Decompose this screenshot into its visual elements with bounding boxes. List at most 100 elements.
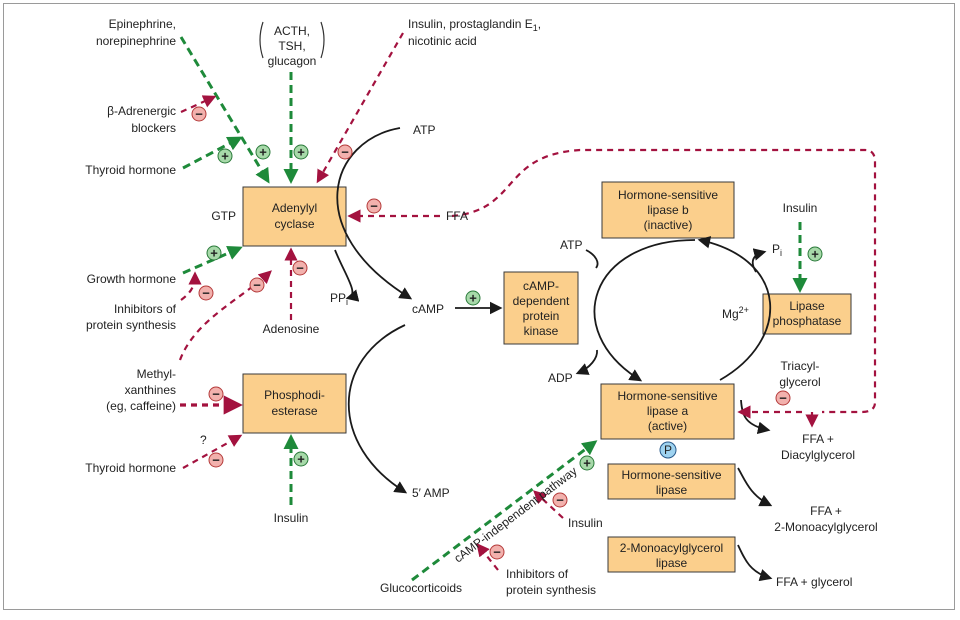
methylxanthines-label-1: Methyl- bbox=[137, 367, 176, 381]
inhibitors-label-1: Inhibitors of bbox=[114, 302, 177, 316]
plus-sign: + bbox=[217, 148, 233, 164]
svg-text:−: − bbox=[195, 107, 203, 122]
mag-lipase-line2: lipase bbox=[656, 556, 688, 570]
insulin-right-label: Insulin bbox=[783, 201, 818, 215]
plus-sign: + bbox=[255, 144, 271, 160]
hsl-a-to-b-arrow bbox=[697, 236, 771, 381]
minus-sign: − bbox=[489, 544, 505, 560]
lipase-phosphatase-line1: Lipase bbox=[789, 299, 825, 313]
atp-label: ATP bbox=[413, 123, 435, 137]
glucocorticoids-label: Glucocorticoids bbox=[380, 581, 462, 595]
pka-line3: protein bbox=[523, 309, 560, 323]
svg-text:−: − bbox=[341, 145, 349, 160]
atp-to-camp-arrow bbox=[336, 127, 413, 300]
ffa-diacyl-label-2: Diacylglycerol bbox=[781, 448, 855, 462]
plus-sign: + bbox=[807, 246, 823, 262]
inhibitors-2-label-2: protein synthesis bbox=[506, 583, 596, 597]
hsl-a-line2: lipase a bbox=[647, 404, 689, 418]
triacylglycerol-label-1: Triacyl- bbox=[781, 359, 820, 373]
camp-label: cAMP bbox=[412, 302, 444, 316]
lipase-phosphatase-line2: phosphatase bbox=[773, 314, 842, 328]
adenylyl-cyclase-line2: cyclase bbox=[274, 217, 314, 231]
svg-text:−: − bbox=[370, 199, 378, 214]
lipase-phosphatase-box: Lipase phosphatase bbox=[762, 293, 852, 335]
diacyl-to-mono-arrow bbox=[737, 467, 773, 507]
mg-label: Mg2+ bbox=[722, 305, 749, 321]
ppi-branch-arrow bbox=[334, 249, 360, 302]
minus-sign: − bbox=[191, 106, 207, 122]
minus-sign: − bbox=[249, 277, 265, 293]
adenosine-label: Adenosine bbox=[263, 322, 320, 336]
hsl-a-box: Hormone-sensitive lipase a (active) bbox=[600, 383, 735, 440]
adenylyl-cyclase-box: Adenylyl cyclase bbox=[242, 186, 347, 247]
pi-branch-arrow bbox=[751, 248, 767, 273]
mag-lipase-line1: 2-Monoacylglycerol bbox=[620, 541, 723, 555]
svg-text:−: − bbox=[202, 286, 210, 301]
ffa-glycerol-label: FFA + glycerol bbox=[776, 575, 852, 589]
methylxanthines-label-3: (eg, caffeine) bbox=[106, 399, 176, 413]
thyroid-hormone-label-2: Thyroid hormone bbox=[85, 461, 176, 475]
hsl-b-line2: lipase b bbox=[647, 203, 689, 217]
insulin-mid-label: Insulin bbox=[568, 516, 603, 530]
amp-label: 5′ AMP bbox=[412, 486, 450, 500]
ppi-label: PPi bbox=[330, 291, 348, 307]
hsl-line1: Hormone-sensitive bbox=[621, 468, 721, 482]
insulin-pg-label-1: Insulin, prostaglandin E1, bbox=[408, 17, 541, 33]
mono-to-glycerol-arrow bbox=[737, 544, 773, 582]
acth-right-bracket bbox=[320, 21, 325, 59]
svg-text:P: P bbox=[664, 443, 672, 457]
ffa-label: FFA bbox=[446, 209, 468, 223]
hsl-b-box: Hormone-sensitive lipase b (inactive) bbox=[601, 181, 735, 239]
atp-branch bbox=[585, 249, 599, 269]
plus-sign: + bbox=[465, 290, 481, 306]
minus-sign: − bbox=[337, 144, 353, 160]
hsl-b-line1: Hormone-sensitive bbox=[618, 188, 718, 202]
svg-text:−: − bbox=[779, 391, 787, 406]
minus-sign: − bbox=[552, 492, 568, 508]
adp-label: ADP bbox=[548, 371, 573, 385]
hsl-line2: lipase bbox=[656, 483, 688, 497]
svg-text:−: − bbox=[212, 453, 220, 468]
adenylyl-cyclase-line1: Adenylyl bbox=[272, 201, 317, 215]
pi-label: Pi bbox=[772, 242, 782, 258]
question-mark: ? bbox=[200, 433, 207, 447]
svg-text:+: + bbox=[297, 145, 305, 160]
plus-sign: + bbox=[293, 451, 309, 467]
hsl-b-line3: (inactive) bbox=[644, 218, 693, 232]
beta-blockers-label-1: β-Adrenergic bbox=[107, 104, 176, 118]
hsl-a-line3: (active) bbox=[648, 419, 687, 433]
tsh-label: TSH, bbox=[278, 39, 305, 53]
phosphodiesterase-line2: esterase bbox=[271, 404, 317, 418]
inhibitors-protein-synthesis-arrow bbox=[180, 271, 202, 301]
hsl-b-to-a-arrow bbox=[593, 239, 696, 382]
svg-text:+: + bbox=[210, 246, 218, 261]
svg-text:−: − bbox=[296, 261, 304, 276]
methylxanthines-label-2: xanthines bbox=[125, 383, 176, 397]
acth-left-bracket bbox=[259, 21, 264, 59]
inhibitors-protein-synthesis-2-arrow bbox=[476, 542, 499, 571]
minus-sign: − bbox=[208, 386, 224, 402]
svg-text:+: + bbox=[469, 291, 477, 306]
thyroid-stim-arrow bbox=[182, 136, 243, 170]
minus-sign: − bbox=[198, 285, 214, 301]
epinephrine-label-1: Epinephrine, bbox=[109, 17, 176, 31]
hsl-box: Hormone-sensitive lipase bbox=[607, 463, 736, 500]
triacyl-to-diacyl-arrow bbox=[740, 399, 771, 435]
ffa-mono-label-2: 2-Monoacylglycerol bbox=[774, 520, 877, 534]
svg-text:−: − bbox=[493, 545, 501, 560]
phosphate-badge: P bbox=[659, 441, 677, 459]
plus-sign: + bbox=[579, 455, 595, 471]
pka-line2: dependent bbox=[513, 294, 570, 308]
minus-sign: − bbox=[208, 452, 224, 468]
ffa-feedback-loop bbox=[451, 148, 877, 414]
ffa-mono-label-1: FFA + bbox=[810, 504, 842, 518]
insulin-pde-label: Insulin bbox=[274, 511, 309, 525]
svg-text:+: + bbox=[583, 456, 591, 471]
mag-lipase-box: 2-Monoacylglycerol lipase bbox=[607, 536, 736, 573]
minus-sign: − bbox=[775, 390, 791, 406]
diagram-frame bbox=[3, 3, 955, 610]
acth-label: ACTH, bbox=[274, 24, 310, 38]
svg-text:+: + bbox=[297, 452, 305, 467]
triacylglycerol-label-2: glycerol bbox=[779, 375, 820, 389]
